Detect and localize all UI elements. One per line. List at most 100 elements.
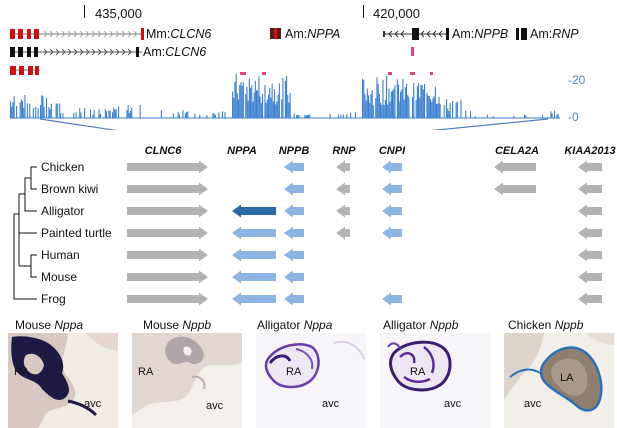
conservation-bar — [400, 91, 402, 118]
conservation-bar — [404, 87, 406, 118]
colhead-cela2a: CELA2A — [494, 145, 539, 157]
conservation-bar — [492, 116, 494, 118]
conservation-bar — [342, 114, 344, 118]
image-chicken-nppb: LA avc — [504, 333, 614, 428]
conservation-bar — [556, 114, 558, 118]
colhead-nppa: NPPA — [227, 145, 257, 157]
gene-arrow-nppb — [284, 160, 304, 174]
conservation-bar — [80, 112, 82, 118]
conservation-bar — [75, 112, 77, 118]
conservation-bar — [439, 103, 441, 118]
conservation-bar — [224, 112, 226, 118]
conservation-peak — [388, 72, 392, 75]
conservation-bar — [378, 93, 380, 118]
label-ra: RA — [286, 366, 302, 378]
conservation-bar — [390, 91, 392, 118]
conservation-bar — [269, 88, 271, 118]
conservation-bar — [388, 88, 390, 118]
conservation-bar — [232, 91, 234, 118]
gene-arrow-nppb — [284, 204, 304, 218]
conservation-bar — [253, 92, 255, 118]
conservation-bar — [247, 100, 249, 118]
conservation-bar — [427, 95, 429, 118]
synteny-diagram — [13, 160, 602, 306]
image-mouse-nppb: RA avc — [132, 333, 242, 428]
conservation-bar — [376, 77, 378, 118]
conservation-bar — [398, 84, 400, 118]
conservation-bar — [100, 113, 102, 118]
conservation-bar — [106, 111, 108, 118]
conservation-bar — [363, 79, 365, 118]
conservation-bar — [187, 111, 189, 118]
conservation-bar — [48, 107, 50, 118]
conservation-bar — [460, 99, 462, 118]
gene-arrow-clnc6 — [127, 248, 208, 262]
gene-arrow-kiaa — [578, 160, 602, 174]
conservation-bar — [329, 114, 331, 118]
conservation-bar — [20, 99, 22, 118]
conservation-bar — [258, 76, 260, 118]
conservation-bar — [272, 101, 274, 118]
conservation-peak — [430, 72, 433, 75]
conservation-bar — [79, 108, 81, 118]
colhead-nppb: NPPB — [278, 145, 310, 157]
species-painted-turtle: Painted turtle — [41, 226, 112, 240]
conservation-bar — [194, 113, 196, 118]
gene-arrow-nppa — [232, 270, 276, 284]
conservation-bar — [35, 106, 37, 118]
conservation-bar — [402, 78, 404, 118]
conservation-bar — [354, 112, 356, 118]
gene-arrow-kiaa — [578, 292, 602, 306]
caption-alligator-nppa: Alligator Nppa — [257, 318, 333, 332]
gene-arrow-cela2a — [494, 160, 536, 174]
species-alligator: Alligator — [41, 204, 85, 218]
conservation-bar — [304, 114, 306, 118]
conservation-bar — [413, 82, 415, 118]
conservation-bar — [49, 109, 51, 118]
conservation-bar — [392, 90, 394, 118]
gene-arrow-cnpi — [382, 226, 402, 240]
conservation-bar — [265, 102, 267, 118]
gene-arrow-rnp — [336, 226, 350, 240]
conservation-bar — [338, 114, 340, 118]
gene-arrow-kiaa — [578, 226, 602, 240]
conservation-bar — [234, 81, 236, 118]
conservation-bar — [550, 111, 552, 118]
conservation-bar — [275, 104, 277, 118]
conservation-bar — [412, 97, 414, 118]
conservation-bar — [282, 77, 284, 118]
caption-chicken-nppb: Chicken Nppb — [508, 318, 584, 332]
gene-arrow-kiaa — [578, 270, 602, 284]
conservation-bar — [257, 90, 259, 118]
conservation-bar — [436, 104, 438, 118]
conservation-bar — [465, 110, 467, 118]
colhead-cnpi: CNPI — [378, 145, 406, 157]
label-am-nppa: Am:NPPA — [285, 27, 341, 41]
gene-arrow-clnc6 — [127, 226, 208, 240]
conservation-bar — [222, 111, 224, 118]
conservation-bar — [452, 100, 454, 118]
conservation-bar — [16, 106, 18, 118]
conservation-bar — [401, 89, 403, 118]
conservation-bar — [115, 109, 117, 118]
conservation-bar — [29, 103, 31, 118]
gene-arrow-clnc6 — [127, 160, 208, 174]
conservation-bar — [524, 114, 526, 118]
track-extra-exons — [10, 66, 40, 75]
gene-arrow-cela2a — [494, 182, 536, 196]
image-alligator-nppb: RA avc — [380, 333, 490, 428]
conservation-bar — [266, 99, 268, 118]
conservation-bar — [289, 92, 291, 118]
conservation-bar — [368, 95, 370, 118]
conservation-bar — [160, 110, 162, 118]
conservation-bar — [424, 83, 426, 118]
colhead-rnp: RNP — [332, 145, 356, 157]
gene-arrow-kiaa — [578, 204, 602, 218]
conservation-bar — [364, 94, 366, 118]
image-alligator-nppa: RA avc — [256, 333, 366, 428]
coord-tick-right — [363, 5, 364, 18]
conservation-bar — [340, 114, 342, 118]
conservation-bar — [350, 112, 352, 118]
conservation-bar — [278, 83, 280, 118]
label-am-clcn6: Am:CLCN6 — [143, 45, 207, 59]
